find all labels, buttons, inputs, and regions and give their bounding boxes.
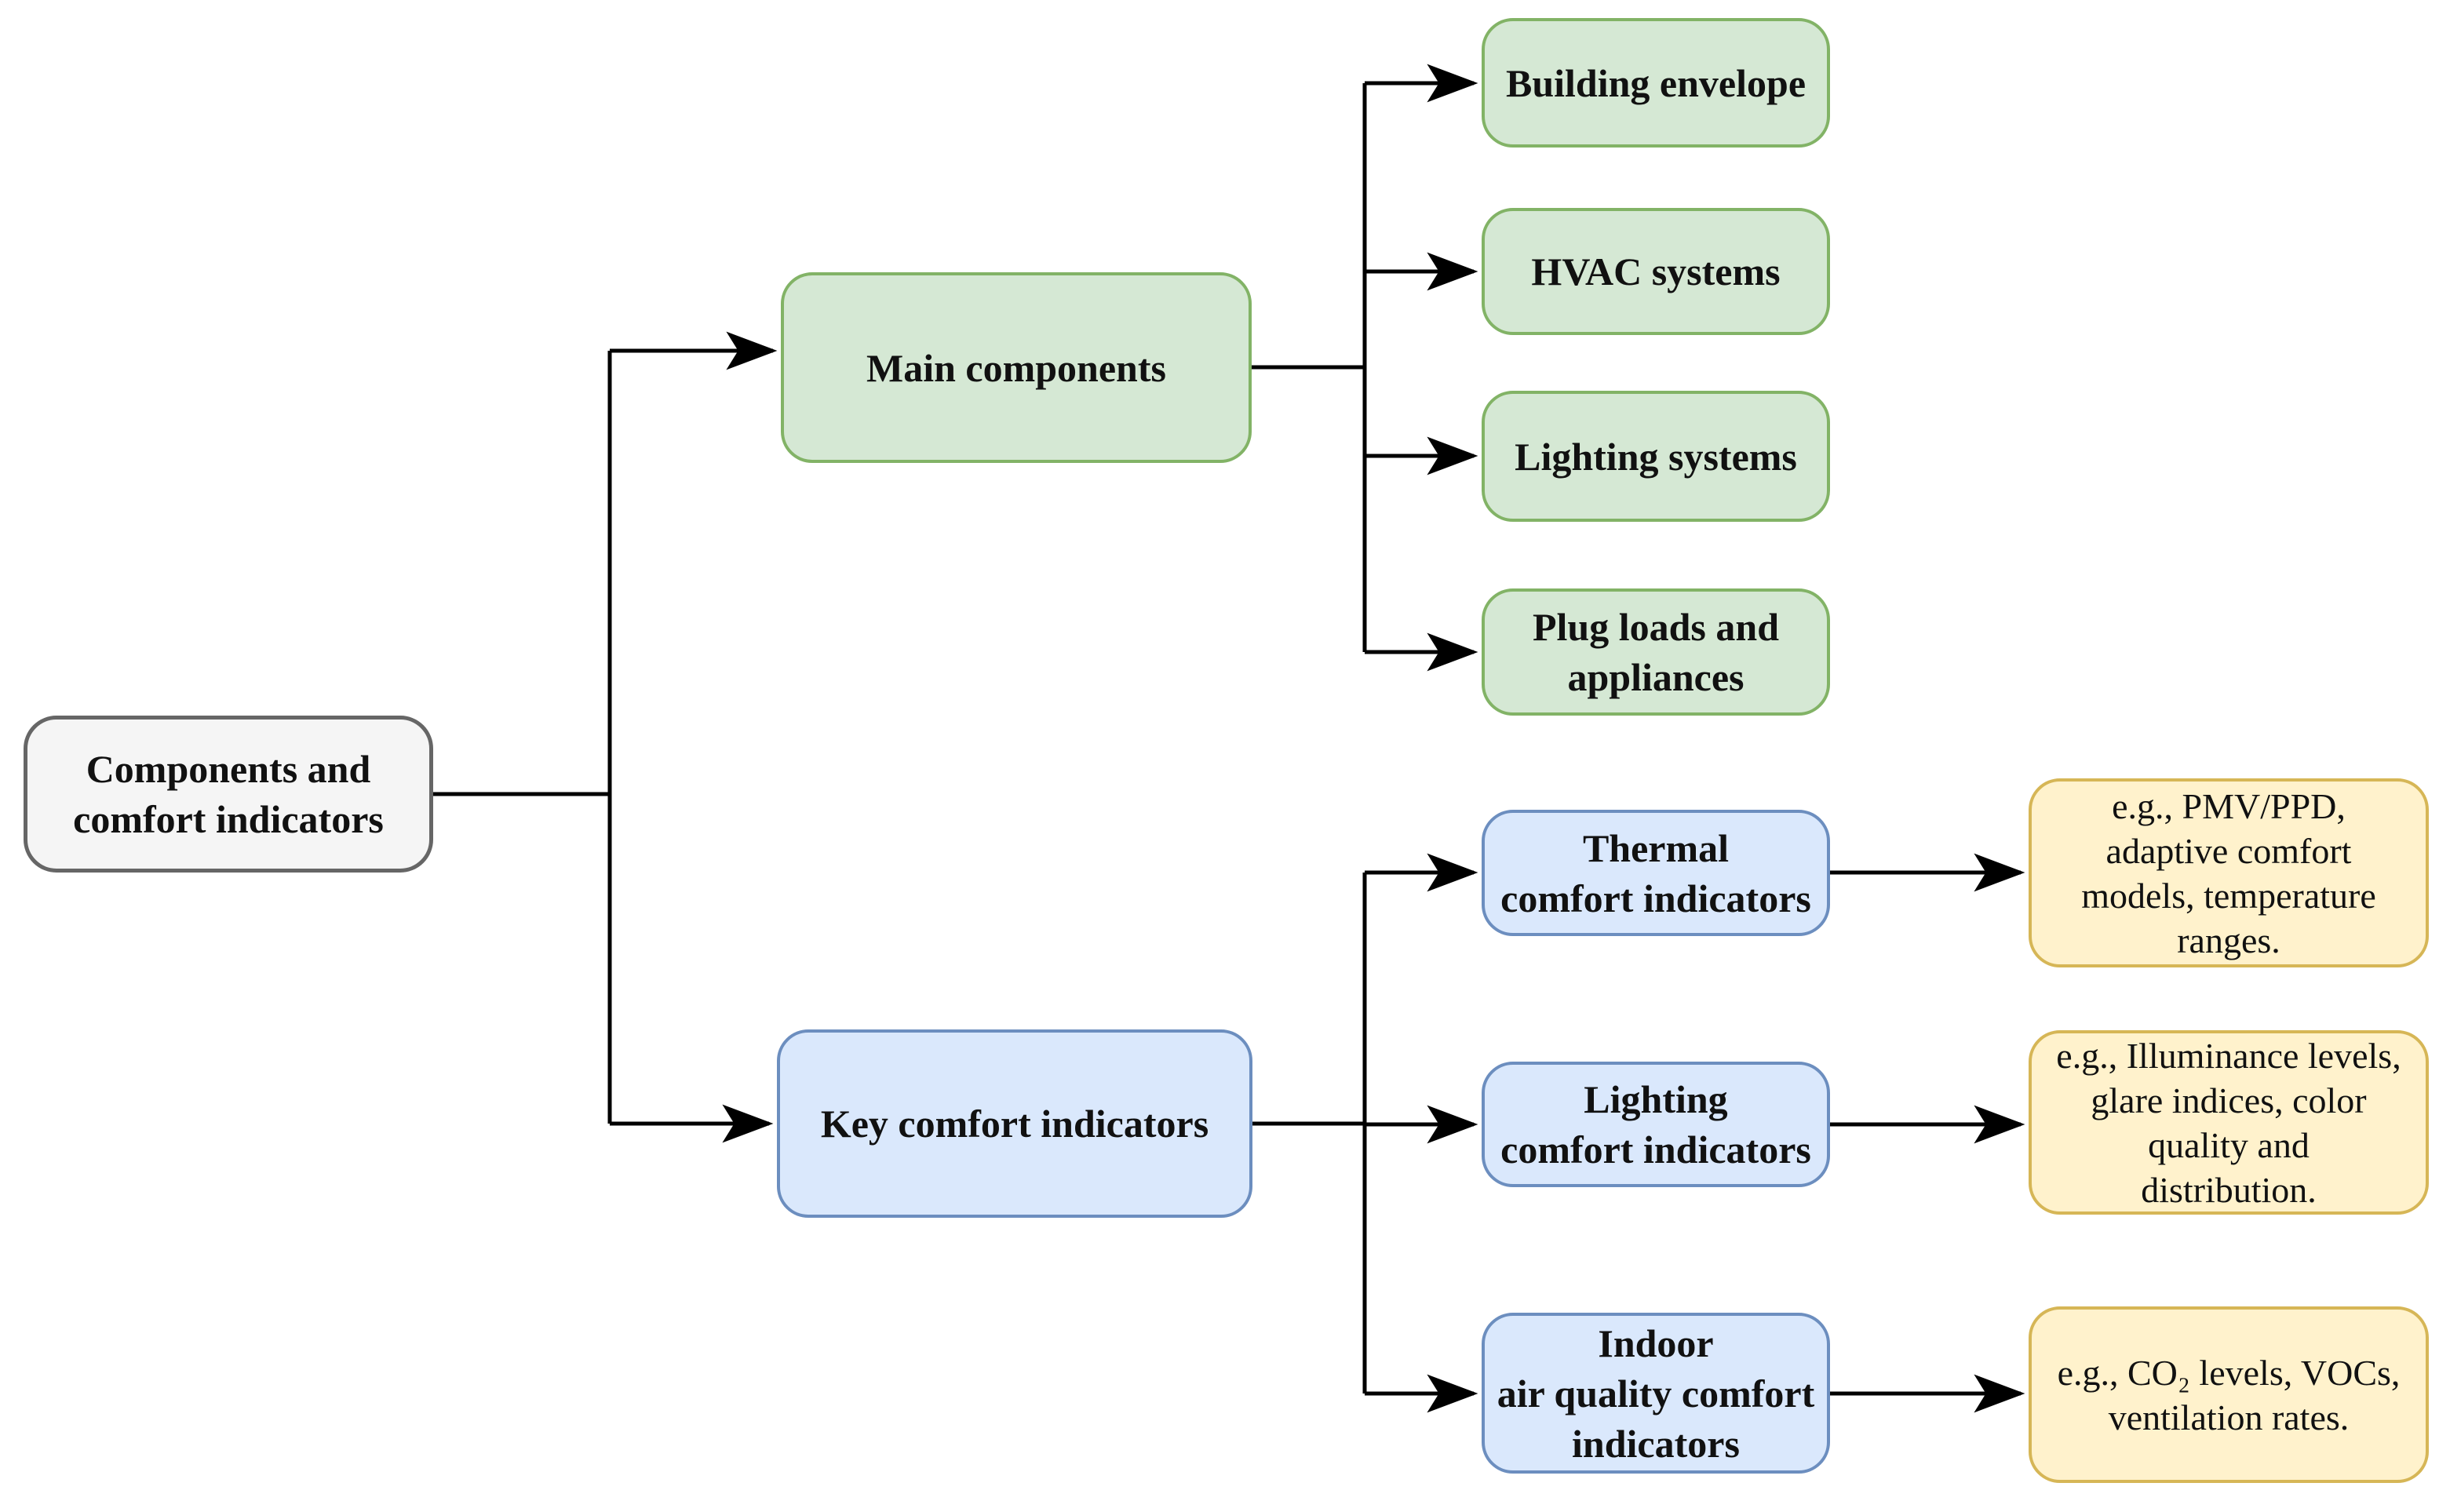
node-main-components: Main components bbox=[781, 272, 1252, 463]
node-lighting-examples: e.g., Illuminance levels, glare indices,… bbox=[2029, 1030, 2429, 1215]
node-thermal-comfort-indicators: Thermal comfort indicators bbox=[1482, 810, 1830, 936]
node-iaq-comfort-indicators: Indoor air quality comfort indicators bbox=[1482, 1313, 1830, 1474]
node-lighting-comfort-indicators: Lighting comfort indicators bbox=[1482, 1062, 1830, 1187]
node-thermal-examples: e.g., PMV/PPD, adaptive comfort models, … bbox=[2029, 778, 2429, 967]
node-plug-loads-appliances: Plug loads and appliances bbox=[1482, 588, 1830, 716]
node-key-comfort-indicators: Key comfort indicators bbox=[777, 1029, 1252, 1218]
node-root: Components and comfort indicators bbox=[24, 716, 433, 873]
node-building-envelope: Building envelope bbox=[1482, 18, 1830, 148]
node-iaq-examples: e.g., CO₂ levels, VOCs, ventilation rate… bbox=[2029, 1306, 2429, 1483]
node-hvac-systems: HVAC systems bbox=[1482, 208, 1830, 335]
node-lighting-systems: Lighting systems bbox=[1482, 391, 1830, 522]
